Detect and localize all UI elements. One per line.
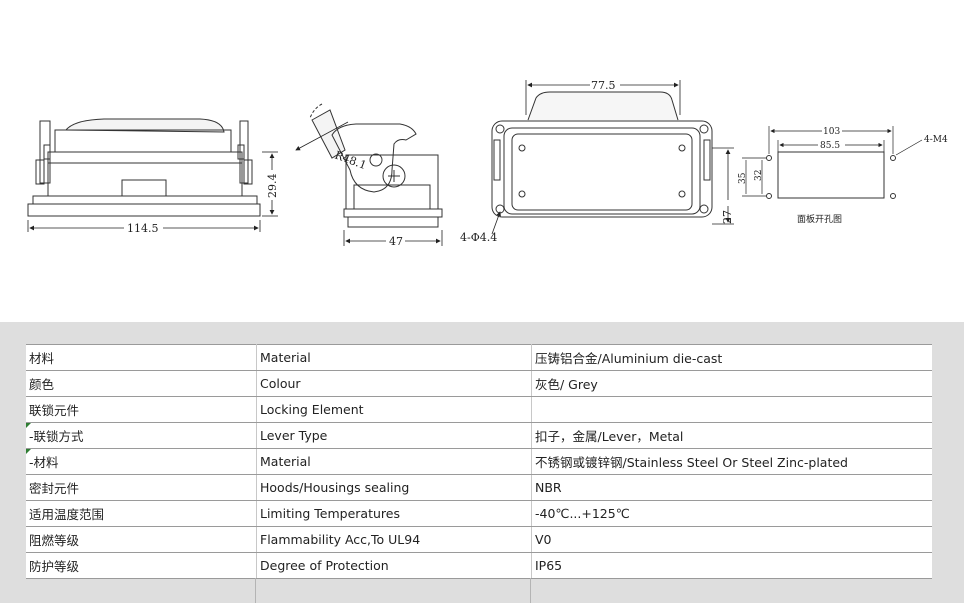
- value-cell: [531, 396, 932, 423]
- value-cell: -40℃...+125℃: [531, 500, 932, 527]
- column-divider: [530, 578, 531, 603]
- side-depth-label: 47: [389, 235, 403, 248]
- panel-height-outer-label: 35: [738, 172, 748, 184]
- front-width-dim: [27, 220, 261, 232]
- hole-leader: [491, 211, 501, 235]
- top-height-dim: [712, 147, 734, 225]
- comment-flag-icon: [26, 423, 31, 428]
- table-row: 适用温度范围 Limiting Temperatures -40℃...+125…: [26, 500, 932, 527]
- drawing-canvas: 114.5 29.4 R48.1 47: [27, 79, 948, 248]
- top-view: [491, 91, 713, 218]
- table-row: 材料 Material 压铸铝合金/Aluminium die-cast: [26, 344, 932, 371]
- table-row: 密封元件 Hoods/Housings sealing NBR: [26, 474, 932, 501]
- panel-outer-label: 103: [823, 127, 840, 137]
- table-row: -联锁方式 Lever Type 扣子，金属/Lever，Metal: [26, 422, 932, 449]
- cn-label-cell: 防护等级: [26, 552, 257, 579]
- side-radius-dim: [295, 121, 349, 151]
- cn-label-cell: 颜色: [26, 370, 257, 397]
- table-row: 防护等级 Degree of Protection IP65: [26, 552, 932, 579]
- en-label-cell: Flammability Acc,To UL94: [256, 526, 532, 553]
- panel-height-inner-label: 32: [754, 170, 764, 181]
- value-cell: 压铸铝合金/Aluminium die-cast: [531, 344, 932, 371]
- table-row: 阻燃等级 Flammability Acc,To UL94 V0: [26, 526, 932, 553]
- en-label-cell: Limiting Temperatures: [256, 500, 532, 527]
- table-row: 颜色 Colour 灰色/ Grey: [26, 370, 932, 397]
- panel-cutout: [766, 151, 896, 199]
- en-label-cell: Lever Type: [256, 422, 532, 449]
- cn-label-cell: 密封元件: [26, 474, 257, 501]
- hole-note: 4-Φ4.4: [460, 231, 497, 244]
- side-view: [309, 103, 443, 228]
- spec-table: 材料 Material 压铸铝合金/Aluminium die-cast 颜色 …: [26, 344, 932, 579]
- top-height-label: 27: [721, 210, 734, 224]
- cn-label-cell: 联锁元件: [26, 396, 257, 423]
- value-cell: NBR: [531, 474, 932, 501]
- panel-thread-label: 4-M4: [924, 135, 948, 145]
- value-cell: 扣子，金属/Lever，Metal: [531, 422, 932, 449]
- table-row: -材料 Material 不锈钢或镀锌钢/Stainless Steel Or …: [26, 448, 932, 475]
- table-row: 联锁元件 Locking Element: [26, 396, 932, 423]
- front-height-dim: [262, 151, 278, 217]
- front-view: [27, 118, 261, 217]
- en-label-cell: Material: [256, 448, 532, 475]
- cn-label-cell: 适用温度范围: [26, 500, 257, 527]
- side-radius-label: R48.1: [333, 149, 368, 172]
- technical-drawing: 114.5 29.4 R48.1 47: [27, 79, 948, 248]
- en-label-cell: Colour: [256, 370, 532, 397]
- en-label-cell: Degree of Protection: [256, 552, 532, 579]
- cn-label-text: -联锁方式: [29, 429, 84, 444]
- cn-label-cell: 阻燃等级: [26, 526, 257, 553]
- value-cell: IP65: [531, 552, 932, 579]
- top-width-dim: [525, 80, 681, 115]
- column-divider: [255, 578, 256, 603]
- cn-label-cell: -联锁方式: [26, 422, 257, 449]
- comment-flag-icon: [26, 449, 31, 454]
- value-cell: 不锈钢或镀锌钢/Stainless Steel Or Steel Zinc-pl…: [531, 448, 932, 475]
- cn-label-text: -材料: [29, 455, 59, 470]
- en-label-cell: Hoods/Housings sealing: [256, 474, 532, 501]
- top-width-label: 77.5: [591, 79, 616, 92]
- en-label-cell: Material: [256, 344, 532, 371]
- cn-label-cell: -材料: [26, 448, 257, 475]
- panel-caption: 面板开孔图: [797, 213, 842, 225]
- en-label-cell: Locking Element: [256, 396, 532, 423]
- spec-panel: 材料 Material 压铸铝合金/Aluminium die-cast 颜色 …: [0, 322, 964, 603]
- panel-inner-label: 85.5: [820, 141, 840, 151]
- cn-label-cell: 材料: [26, 344, 257, 371]
- front-width-label: 114.5: [127, 222, 159, 235]
- value-cell: V0: [531, 526, 932, 553]
- panel-dims: [742, 126, 923, 197]
- value-cell: 灰色/ Grey: [531, 370, 932, 397]
- side-depth-dim: [343, 230, 443, 246]
- front-height-label: 29.4: [266, 174, 279, 199]
